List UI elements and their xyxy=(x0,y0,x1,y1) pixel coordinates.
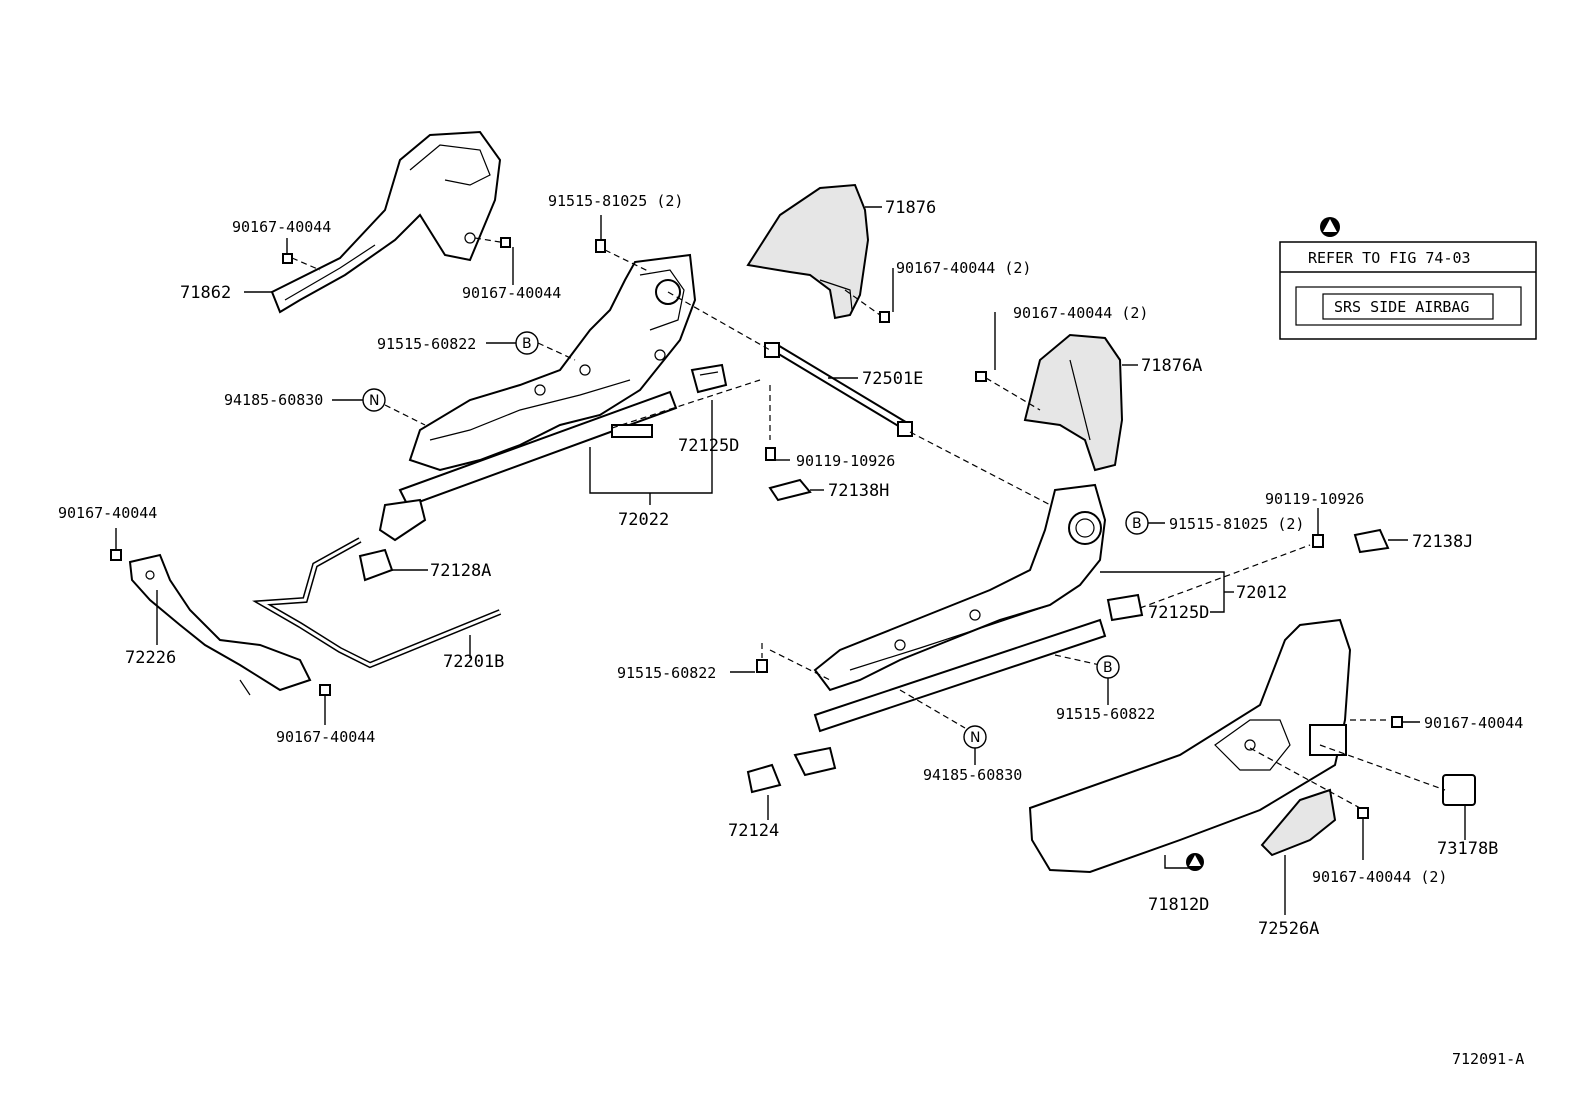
svg-text:N: N xyxy=(970,730,980,746)
seat-cover-71862 xyxy=(270,130,502,314)
label-72125D-r: 72125D xyxy=(1148,603,1209,623)
rod-72501E xyxy=(764,342,913,437)
callout-b-top: B xyxy=(515,331,539,355)
bolt-icon xyxy=(756,659,768,673)
refer-box xyxy=(1279,241,1537,340)
callout-n-bottom: N xyxy=(963,725,987,749)
cover-71876 xyxy=(746,183,870,320)
label-94185-60830-t: 94185-60830 xyxy=(224,391,323,409)
label-72022: 72022 xyxy=(618,510,669,530)
label-91515-81025-t: 91515-81025 (2) xyxy=(548,192,683,210)
label-71876: 71876 xyxy=(885,198,936,218)
cap-72124 xyxy=(746,763,782,794)
side-cover-71812D xyxy=(1028,618,1352,874)
label-72201B: 72201B xyxy=(443,652,504,672)
label-90167-40044-2c: 90167-40044 (2) xyxy=(1312,868,1447,886)
label-71862: 71862 xyxy=(180,283,231,303)
label-91515-60822-t: 91515-60822 xyxy=(377,335,476,353)
label-90167-40044-2a: 90167-40044 (2) xyxy=(896,259,1031,277)
label-72128A: 72128A xyxy=(430,561,491,581)
label-91515-60822-r: 91515-60822 xyxy=(1056,705,1155,723)
label-figure-id: 712091-A xyxy=(1452,1050,1524,1068)
label-73178B: 73178B xyxy=(1437,839,1498,859)
label-72138J: 72138J xyxy=(1412,532,1473,552)
cover-72526A xyxy=(1260,788,1337,857)
svg-text:B: B xyxy=(1132,516,1142,532)
label-72012: 72012 xyxy=(1236,583,1287,603)
bracket-72138H xyxy=(768,478,812,502)
triangle-icon xyxy=(1186,853,1204,871)
label-91515-60822-c: 91515-60822 xyxy=(617,664,716,682)
svg-text:N: N xyxy=(369,393,379,409)
label-90167-40044-t: 90167-40044 xyxy=(462,284,561,302)
bolt-icon xyxy=(282,253,293,264)
callout-b-right: B xyxy=(1125,511,1149,535)
label-72125D-t: 72125D xyxy=(678,436,739,456)
bolt-icon xyxy=(879,311,890,323)
bolt-icon xyxy=(1357,807,1369,819)
bolt-icon xyxy=(1391,716,1403,728)
triangle-icon xyxy=(1320,217,1340,237)
label-91515-81025-r: 91515-81025 (2) xyxy=(1169,515,1304,533)
label-90167-40044-rr: 90167-40044 xyxy=(1424,714,1523,732)
label-72226: 72226 xyxy=(125,648,176,668)
clip-72125D-top xyxy=(690,363,728,394)
clip-72125D-right xyxy=(1106,593,1144,622)
refer-text: REFER TO FIG 74-03 xyxy=(1308,249,1471,267)
svg-text:B: B xyxy=(522,336,532,352)
bolt-icon xyxy=(595,239,606,253)
cap-72128A xyxy=(358,548,394,582)
bolt-icon xyxy=(110,549,122,561)
bolt-icon xyxy=(975,371,987,382)
wire-72201B xyxy=(252,537,502,669)
srs-text: SRS SIDE AIRBAG xyxy=(1334,298,1469,316)
label-90119-10926-r: 90119-10926 xyxy=(1265,490,1364,508)
label-90167-40044-l: 90167-40044 xyxy=(58,504,157,522)
label-72124: 72124 xyxy=(728,821,779,841)
bolt-icon xyxy=(1312,534,1324,548)
callout-n-top: N xyxy=(362,388,386,412)
svg-text:B: B xyxy=(1103,660,1113,676)
label-90167-40044-2b: 90167-40044 (2) xyxy=(1013,304,1148,322)
label-94185-60830-b: 94185-60830 xyxy=(923,766,1022,784)
label-90167-40044-tl: 90167-40044 xyxy=(232,218,331,236)
label-72138H: 72138H xyxy=(828,481,889,501)
bolt-icon xyxy=(500,237,511,248)
cap-73178B xyxy=(1442,774,1476,806)
label-90119-10926-c: 90119-10926 xyxy=(796,452,895,470)
seat-track-72012 xyxy=(793,483,1107,777)
bracket-72226 xyxy=(128,553,312,696)
label-90167-40044-bl: 90167-40044 xyxy=(276,728,375,746)
bolt-icon xyxy=(765,447,776,461)
label-72526A: 72526A xyxy=(1258,919,1319,939)
callout-b-bottom: B xyxy=(1096,655,1120,679)
label-72501E: 72501E xyxy=(862,369,923,389)
cover-71876A xyxy=(1023,333,1124,472)
seat-track-72022 xyxy=(378,253,697,542)
bracket-72138J xyxy=(1353,528,1390,554)
label-71876A: 71876A xyxy=(1141,356,1202,376)
bolt-icon xyxy=(319,684,331,696)
label-71812D: 71812D xyxy=(1148,895,1209,915)
